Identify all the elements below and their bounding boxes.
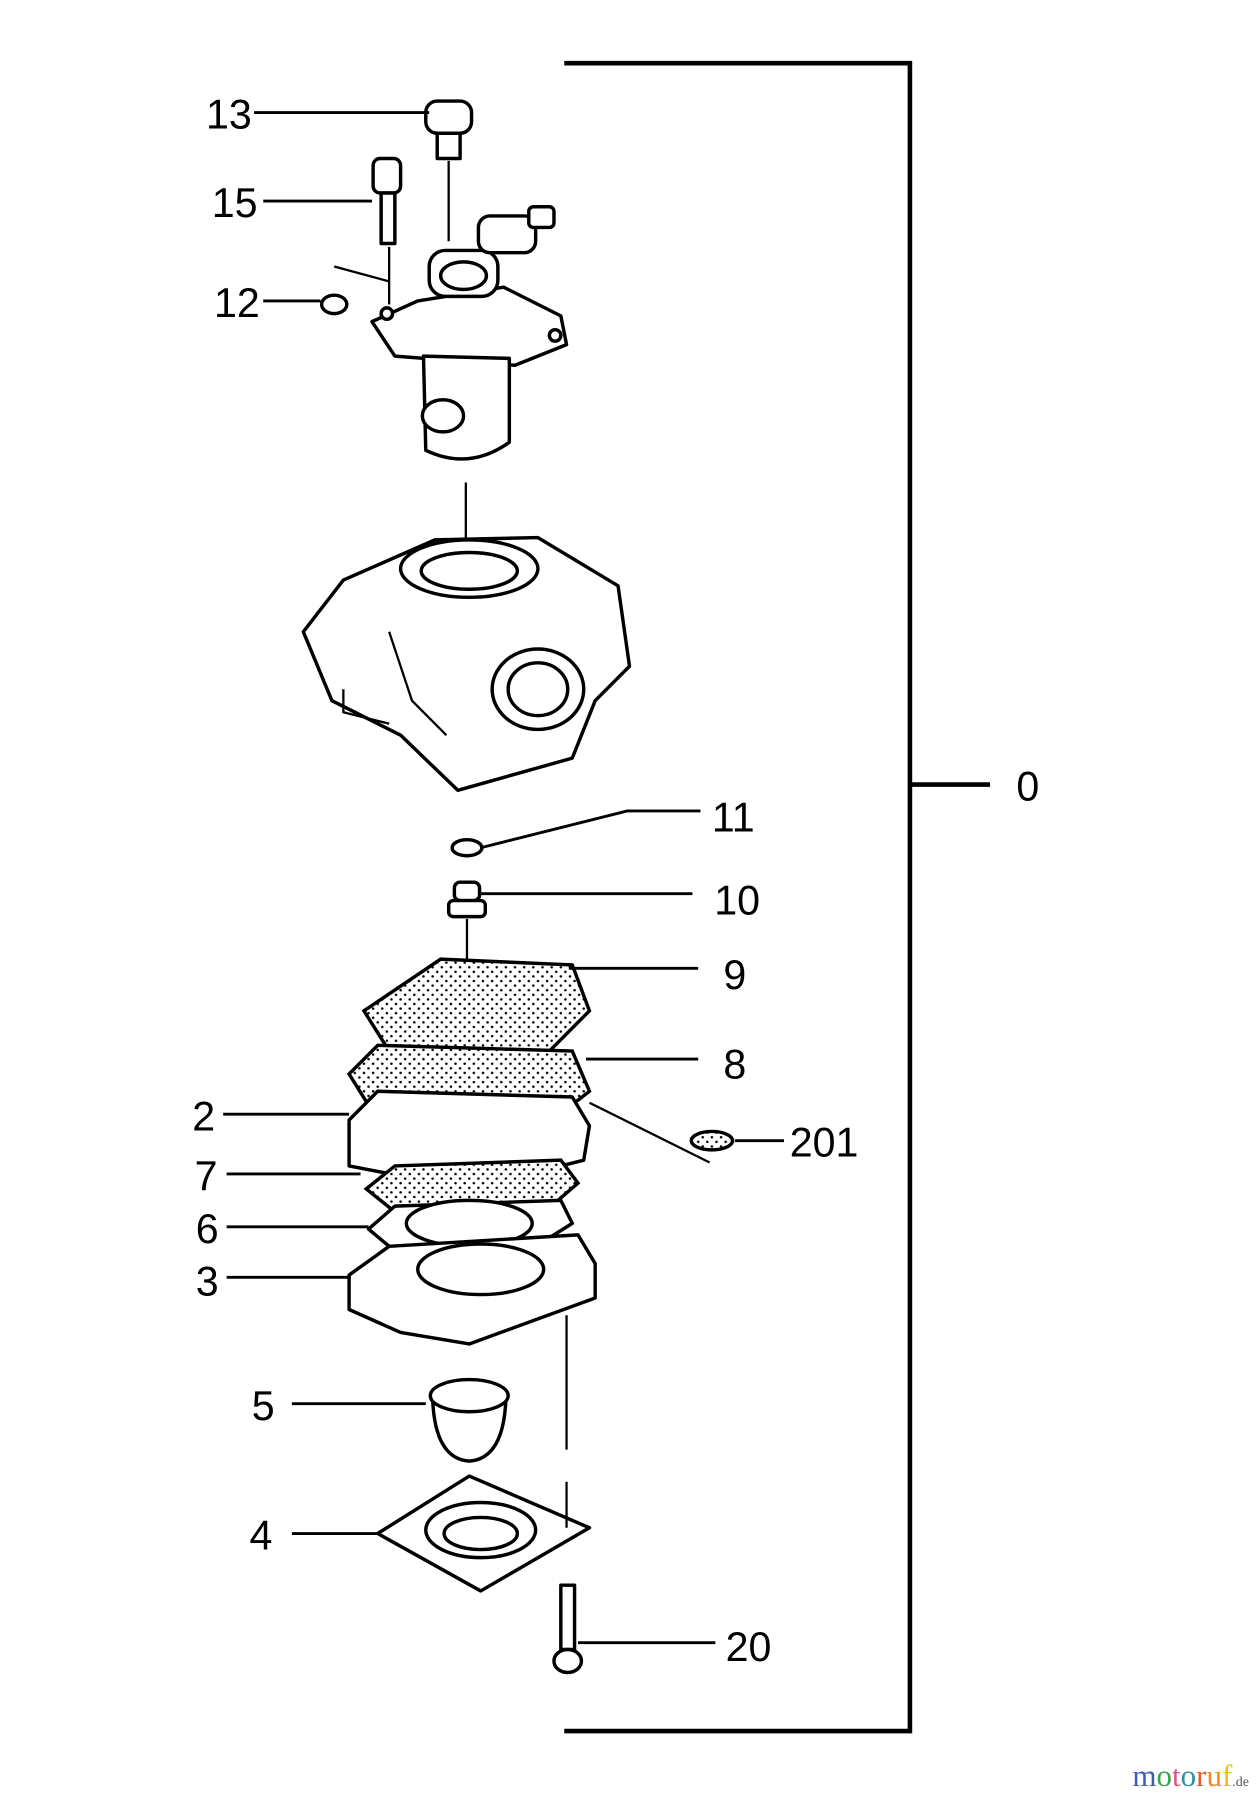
leader-lines xyxy=(223,111,785,1645)
watermark-letter: r xyxy=(1196,1758,1207,1793)
callout-4: 4 xyxy=(250,1513,273,1559)
screw-20 xyxy=(552,1583,584,1675)
callout-7: 7 xyxy=(195,1153,218,1199)
watermark-letter: o xyxy=(1156,1758,1173,1793)
adjust-screw-13 xyxy=(424,99,474,242)
carburetor-body xyxy=(301,535,632,793)
callout-13: 13 xyxy=(206,92,252,138)
watermark-letter: u xyxy=(1206,1758,1222,1793)
assembly-bracket xyxy=(564,60,991,1734)
callout-20: 20 xyxy=(726,1624,772,1670)
watermark-letter: t xyxy=(1172,1758,1181,1793)
primer-cup-5 xyxy=(428,1377,510,1463)
callout-9: 9 xyxy=(723,952,746,998)
callout-3: 3 xyxy=(196,1259,219,1305)
watermark-letter: o xyxy=(1180,1758,1197,1793)
gasket-11 xyxy=(450,837,484,858)
watermark-letter: m xyxy=(1132,1758,1157,1793)
washer-12 xyxy=(319,293,349,316)
watermark-logo: motoruf.de xyxy=(1132,1758,1249,1794)
callout-8: 8 xyxy=(723,1042,746,1088)
callout-10: 10 xyxy=(714,877,760,923)
throttle-body xyxy=(333,205,569,563)
watermark-letter: f xyxy=(1221,1758,1233,1793)
primer-cover-4 xyxy=(375,1474,592,1593)
callout-201: 201 xyxy=(790,1120,859,1166)
watermark-suffix: .de xyxy=(1232,1775,1249,1790)
callout-6: 6 xyxy=(196,1206,219,1252)
callout-12: 12 xyxy=(214,280,260,326)
callout-15: 15 xyxy=(212,180,258,226)
metering-body-3 xyxy=(347,1233,597,1450)
callout-11: 11 xyxy=(712,795,755,841)
callout-2: 2 xyxy=(192,1093,215,1139)
screw-15 xyxy=(371,156,403,305)
screen-201 xyxy=(689,1129,735,1152)
assembly-label: 0 xyxy=(1016,764,1039,810)
callout-5: 5 xyxy=(252,1383,275,1429)
